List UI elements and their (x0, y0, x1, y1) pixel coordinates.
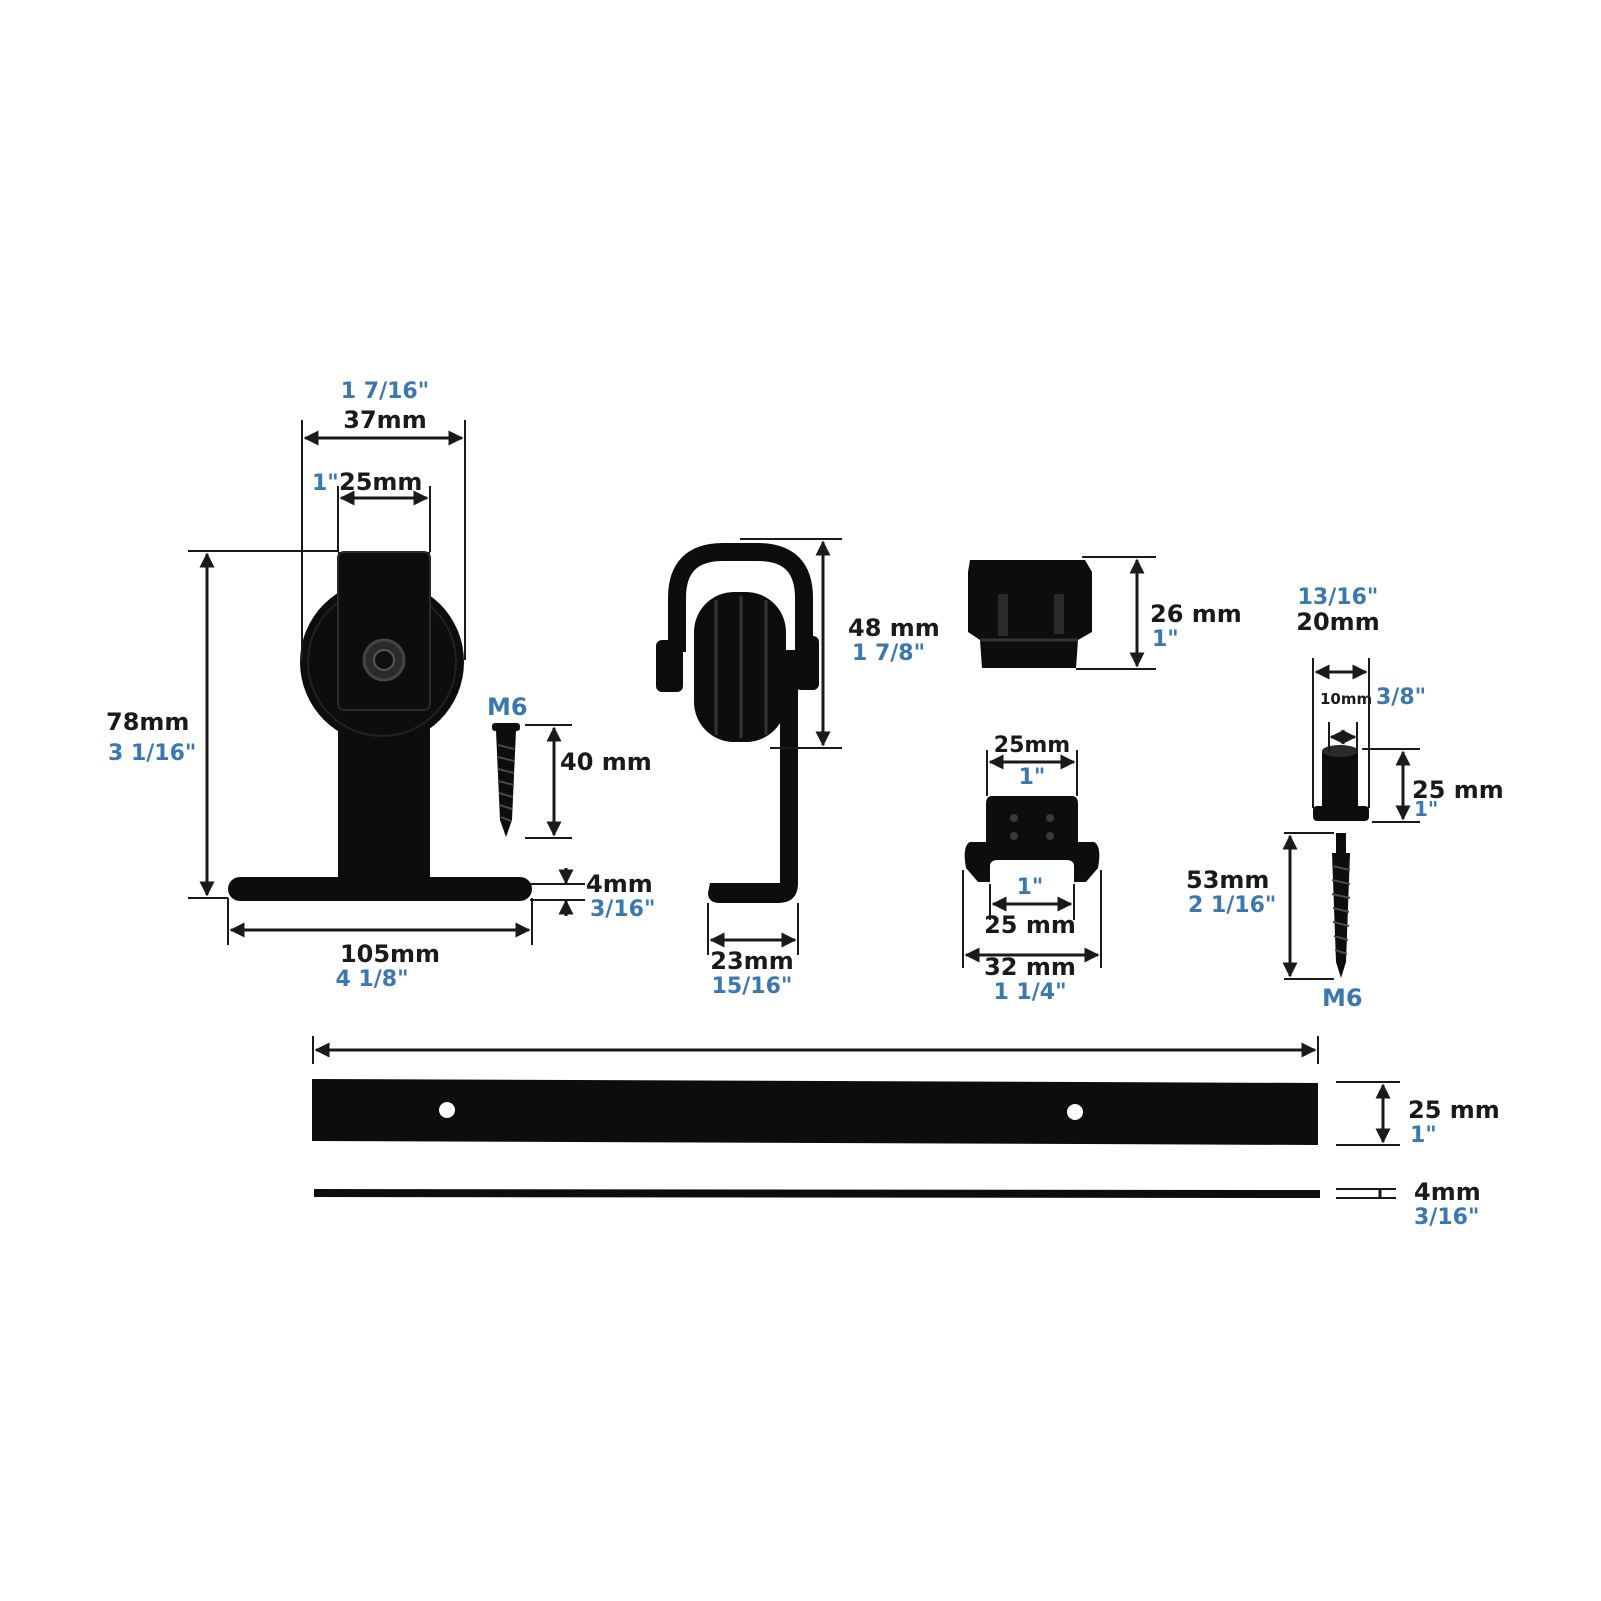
anti-jump-height-inch: 1" (1152, 627, 1179, 652)
hanger-strap-width-mm: 25mm (339, 468, 422, 496)
rail-width-inch: 1" (1410, 1123, 1437, 1148)
floor-guide-channel-mm: 25 mm (984, 911, 1076, 939)
hanger-strap-top (337, 551, 431, 711)
spacer-screw-length-inch: 2 1/16" (1188, 893, 1276, 918)
spacer-screw-part (1331, 833, 1351, 978)
hanger-base-length-mm: 105mm (340, 940, 440, 968)
hanger-plate-thickness-inch: 3/16" (590, 897, 655, 922)
anti-jump-height-mm: 26 mm (1150, 600, 1242, 628)
spacer-dimensions (1282, 658, 1420, 980)
rail-thickness-mm: 4mm (1414, 1178, 1481, 1206)
hanger-wheel-width-inch: 1 7/16" (341, 379, 429, 404)
spacer-part (1313, 745, 1369, 821)
hanger-screw-part (492, 723, 520, 837)
door-stop-dimensions (707, 538, 842, 955)
floor-guide-outer-width-inch: 1 1/4" (993, 980, 1066, 1005)
floor-guide-top-width-mm: 25mm (994, 733, 1070, 758)
hanger-plate-thickness-mm: 4mm (586, 870, 653, 898)
rail-edge-part (314, 1189, 1320, 1198)
anti-jump-block-part (968, 560, 1092, 668)
floor-guide-part (964, 796, 1100, 882)
rail-thickness-inch: 3/16" (1414, 1205, 1479, 1230)
rail-width-mm: 25 mm (1408, 1096, 1500, 1124)
hanger-height-inch: 3 1/16" (108, 741, 196, 766)
hanger-strap-width-inch: 1" (312, 471, 339, 496)
hanger-dimensions (188, 420, 585, 945)
spacer-screw-length-mm: 53mm (1186, 866, 1269, 894)
spacer-inner-inch: 3/8" (1376, 685, 1426, 710)
spacer-outer-inch: 13/16" (1298, 585, 1379, 610)
floor-guide-outer-width-mm: 32 mm (984, 953, 1076, 981)
spacer-height-inch: 1" (1414, 797, 1438, 821)
door-stop-foot-width-inch: 15/16" (712, 974, 793, 999)
rail-mount-hole (1067, 1104, 1083, 1120)
hanger-screw-length: 40 mm (560, 748, 652, 776)
rail-dimensions (1336, 1081, 1400, 1199)
floor-guide-top-width-inch: 1" (1019, 765, 1046, 790)
door-stop-foot-width-mm: 23mm (710, 947, 793, 975)
floor-guide-channel-inch: 1" (1017, 875, 1044, 900)
door-stop-height-mm: 48 mm (848, 614, 940, 642)
anti-jump-block-dimension (1076, 556, 1156, 670)
spacer-height-mm: 25 mm (1412, 776, 1504, 804)
rail-part (312, 1079, 1318, 1145)
spacer-inner-mm: 10mm (1320, 690, 1372, 708)
hanger-height-mm: 78mm (106, 708, 189, 736)
hanger-wheel-width-mm: 37mm (343, 406, 426, 434)
hanger-part (228, 551, 532, 901)
hanger-base-plate (228, 877, 532, 901)
rail-length-dimension (312, 1036, 1319, 1064)
rail-mount-hole (439, 1102, 455, 1118)
spacer-screw-thread: M6 (1322, 984, 1363, 1012)
floor-guide-dimensions (962, 750, 1102, 968)
door-stop-part (656, 543, 819, 903)
hanger-screw-thread: M6 (487, 693, 528, 721)
hanger-base-length-inch: 4 1/8" (335, 967, 408, 992)
door-stop-height-inch: 1 7/8" (852, 641, 925, 666)
hanger-screw-dimension (525, 724, 572, 839)
spacer-outer-mm: 20mm (1296, 608, 1379, 636)
